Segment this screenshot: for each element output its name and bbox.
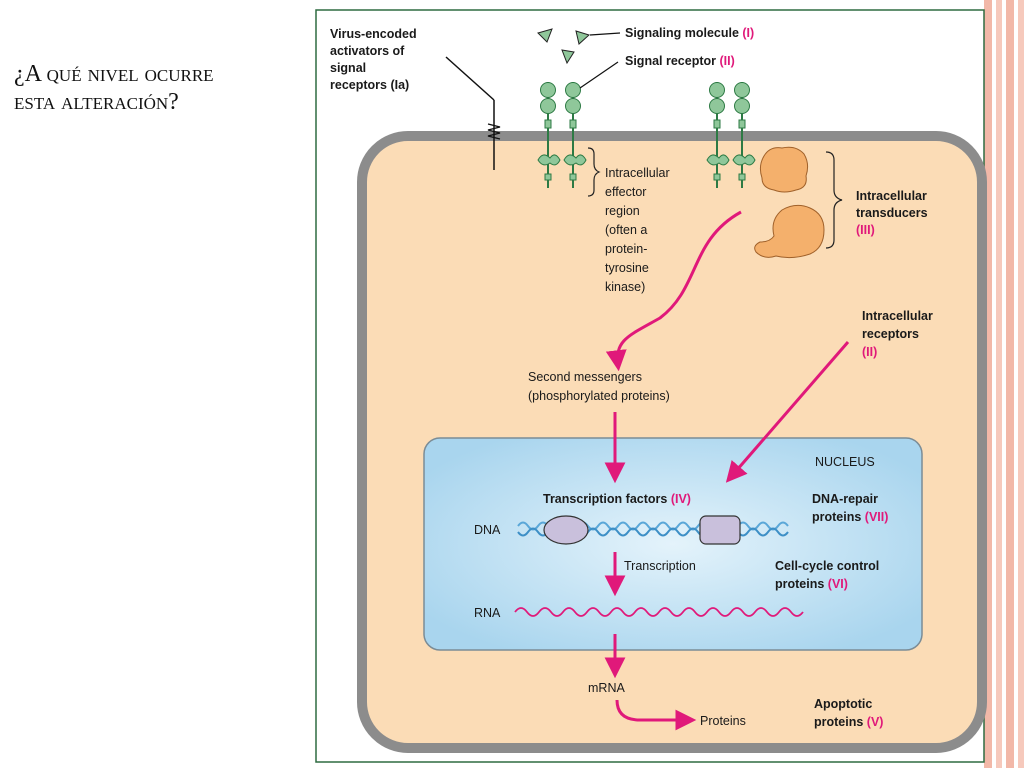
dna-repair-line-1: DNA-repair [812,492,878,506]
label-effector-region: Intracellular effector region (often a p… [605,166,670,294]
label-mrna: mRNA [588,681,625,695]
virus-activator [445,56,501,170]
arrow-intracellular-receptor [725,341,850,483]
effector-line-7: kinase) [605,280,645,294]
transducers-line-1: Intracellular [856,189,927,203]
transcription-factor-box [699,515,741,545]
virus-label-line-4: receptors (Ia) [330,78,409,92]
effector-line-3: region [605,204,640,218]
apoptotic-line-1: Apoptotic [814,697,872,711]
second-messengers-line-2: (phosphorylated proteins) [528,389,670,403]
transducers-code: (III) [856,223,875,237]
effector-line-6: tyrosine [605,261,649,275]
label-cell-cycle-proteins: Cell-cycle control proteins (VI) [775,559,879,591]
label-signaling-molecule: Signaling molecule (I) [625,26,754,40]
label-nucleus: NUCLEUS [815,455,875,469]
intra-receptors-line-1: Intracellular [862,309,933,323]
label-signal-receptor: Signal receptor (II) [625,54,735,68]
decorative-side-stripes [980,0,1024,768]
label-intracellular-receptors: Intracellular receptors (II) [862,309,933,359]
label-transcription-factors: Transcription factors (IV) [543,492,691,506]
slide-title-line-2: esta alteración? [14,89,179,115]
effector-line-1: Intracellular [605,166,670,180]
slide-title: ¿A qué nivel ocurre esta alteración? [14,60,304,116]
arrow-transducer-to-messengers [605,210,742,372]
label-apoptotic-proteins: Apoptotic proteins (V) [814,697,883,729]
virus-label-line-2: activators of [330,44,405,58]
dna-repair-line-2: proteins (VII) [812,510,888,524]
effector-line-5: protein- [605,242,647,256]
label-proteins: Proteins [700,714,746,728]
label-dna: DNA [474,523,501,537]
intracellular-transducer-1 [759,146,809,193]
effector-brace [587,147,601,197]
signal-receptor-1 [537,82,587,188]
second-messengers-line-1: Second messengers [528,370,642,384]
transducers-line-2: transducers [856,206,928,220]
intracellular-transducer-2 [754,204,825,259]
apoptotic-line-2: proteins (V) [814,715,883,729]
virus-label-line-3: signal [330,61,366,75]
arrow-mrna-to-proteins [615,699,697,731]
cell-cycle-line-2: proteins (VI) [775,577,848,591]
receptor-leader-line [579,61,619,89]
label-virus-activators: Virus-encoded activators of signal recep… [330,27,417,92]
nucleus [423,437,923,651]
label-second-messengers: Second messengers (phosphorylated protei… [528,370,670,403]
rna-strand [514,607,804,617]
label-rna: RNA [474,606,501,620]
effector-line-4: (often a [605,223,647,237]
label-dna-repair-proteins: DNA-repair proteins (VII) [812,492,888,524]
intra-receptors-line-2: receptors [862,327,919,341]
signaling-leader-line [589,32,621,36]
slide-title-line-1: ¿A qué nivel ocurre [14,61,214,87]
virus-label-line-1: Virus-encoded [330,27,417,41]
intra-receptors-code: (II) [862,345,877,359]
signaling-molecule-icon [537,28,590,65]
effector-line-2: effector [605,185,646,199]
label-intracellular-transducers: Intracellular transducers (III) [856,189,928,237]
signal-receptor-2 [706,82,756,188]
transducers-brace [825,151,843,249]
label-transcription: Transcription [624,559,696,573]
transcription-factor-oval [543,515,589,545]
cell-cycle-line-1: Cell-cycle control [775,559,879,573]
